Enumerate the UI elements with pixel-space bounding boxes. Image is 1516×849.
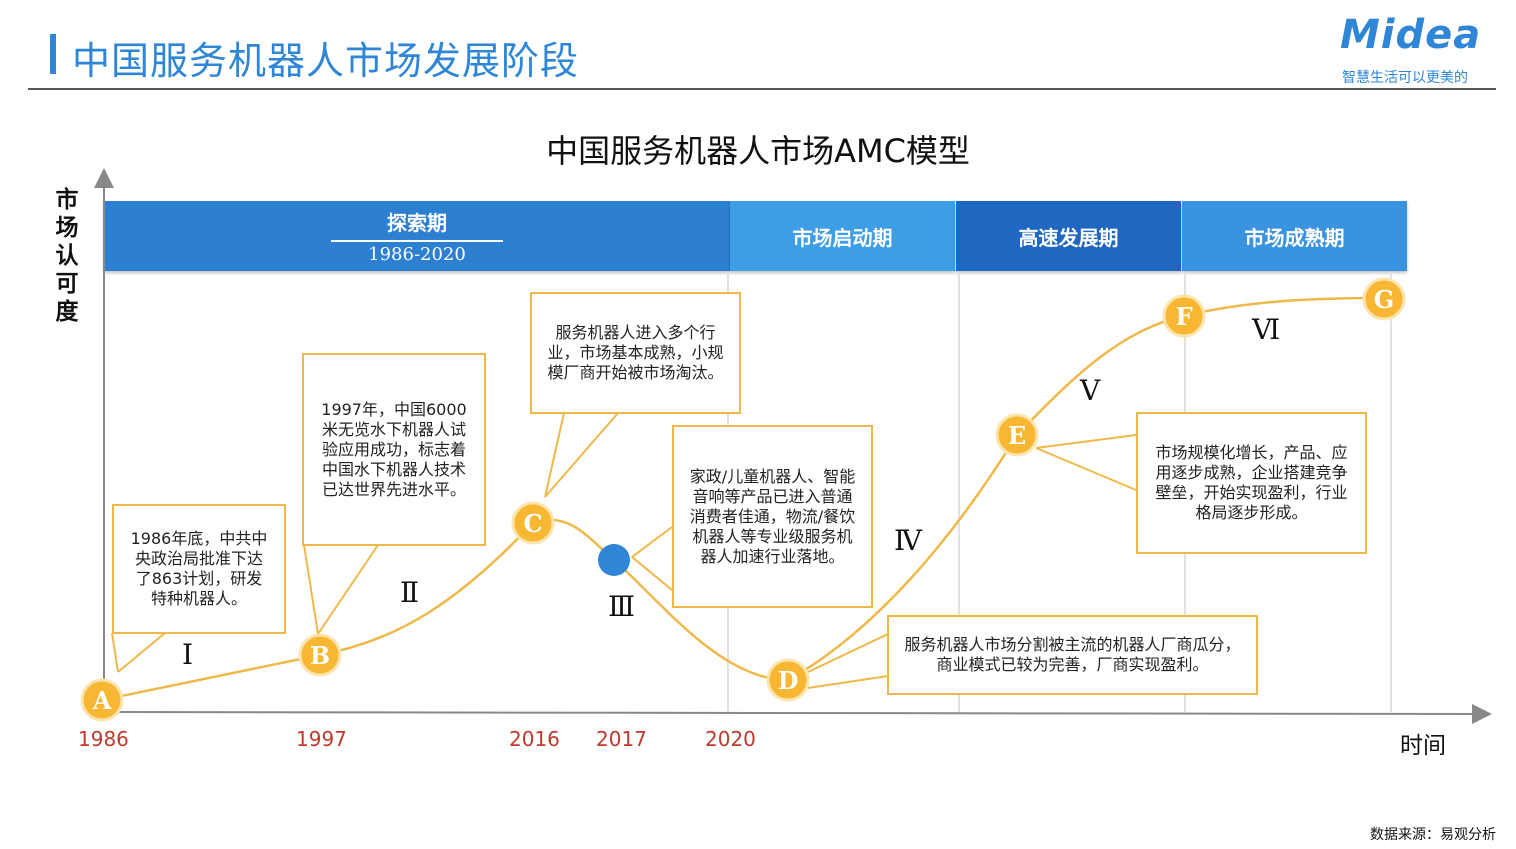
node-a-label: A [92,686,112,715]
x-axis-label: 时间 [1400,733,1446,759]
header-divider [28,88,1496,90]
stage-numeral: Ⅱ [400,576,420,609]
year-label: 1986 [78,727,129,751]
pointer-b [303,544,379,635]
y-axis-label: 市场认可度 [55,187,79,325]
stage-numeral: Ⅲ [608,590,636,623]
pointer-d [807,633,889,689]
phase-divider [1390,272,1392,712]
node-c-label: C [523,509,542,538]
callout-2020: 服务机器人市场分割被主流的机器人厂商瓜分，商业模式已较为完善，厂商实现盈利。 [887,615,1258,695]
year-label: 2017 [596,727,647,751]
node-g-icon: G [1362,277,1406,321]
callout-2016: 服务机器人进入多个行业，市场基本成熟，小规模厂商开始被市场淘汰。 [530,292,741,414]
pointer-e [1035,434,1137,491]
node-e-label: E [1008,421,1026,450]
node-b-icon: B [298,633,342,677]
callout-1997: 1997年，中国6000米无览水下机器人试验应用成功，标志着中国水下机器人技术已… [302,353,486,546]
phase-explore-label: 探索期 [331,207,503,242]
node-c-icon: C [511,501,555,545]
stage-numeral: Ⅴ [1080,374,1101,407]
stage-numeral: Ⅰ [182,638,194,671]
year-label: 2020 [705,727,756,751]
phase-market-mature: 市场成熟期 [1182,201,1407,271]
phase-explore: 探索期 1986-2020 [104,201,730,271]
node-f-label: F [1175,302,1192,331]
callout-1986: 1986年底，中共中央政治局批准下达了863计划，研发特种机器人。 [112,504,286,634]
node-g-label: G [1374,285,1395,314]
node-d-label: D [778,666,799,695]
node-b-label: B [310,641,330,670]
stage-numeral: Ⅵ [1252,313,1281,346]
pointer-c [544,412,619,498]
node-e-icon: E [995,413,1039,457]
year-label: 1997 [296,727,347,751]
x-axis [103,703,1492,724]
phase-market-start: 市场启动期 [730,201,955,271]
node-d-icon: D [766,658,810,702]
callout-growth: 市场规模化增长，产品、应用逐步成熟，企业搭建竞争壁垒，开始实现盈利，行业格局逐步… [1136,412,1367,554]
stage-numeral: Ⅳ [894,524,922,557]
page-title: 中国服务机器人市场发展阶段 [72,39,580,83]
node-f-icon: F [1162,294,1206,338]
pointer-iii [631,526,673,591]
diagram-title: 中国服务机器人市场AMC模型 [546,132,970,170]
data-source: 数据来源：易观分析 [1370,827,1496,843]
year-label: 2016 [509,727,560,751]
node-2017-icon [598,544,630,576]
callout-2017: 家政/儿童机器人、智能音响等产品已进入普通消费者佳通，物流/餐饮机器人等专业级服… [672,425,873,608]
phase-divider [958,272,960,712]
midea-logo: Midea [1340,12,1482,58]
logo-tagline: 智慧生活可以更美的 [1342,70,1468,86]
phase-rapid-growth: 高速发展期 [956,201,1181,271]
phase-explore-range: 1986-2020 [368,244,466,265]
pointer-a [111,632,166,673]
node-a-icon: A [80,678,124,722]
title-accent-bar [50,34,56,74]
